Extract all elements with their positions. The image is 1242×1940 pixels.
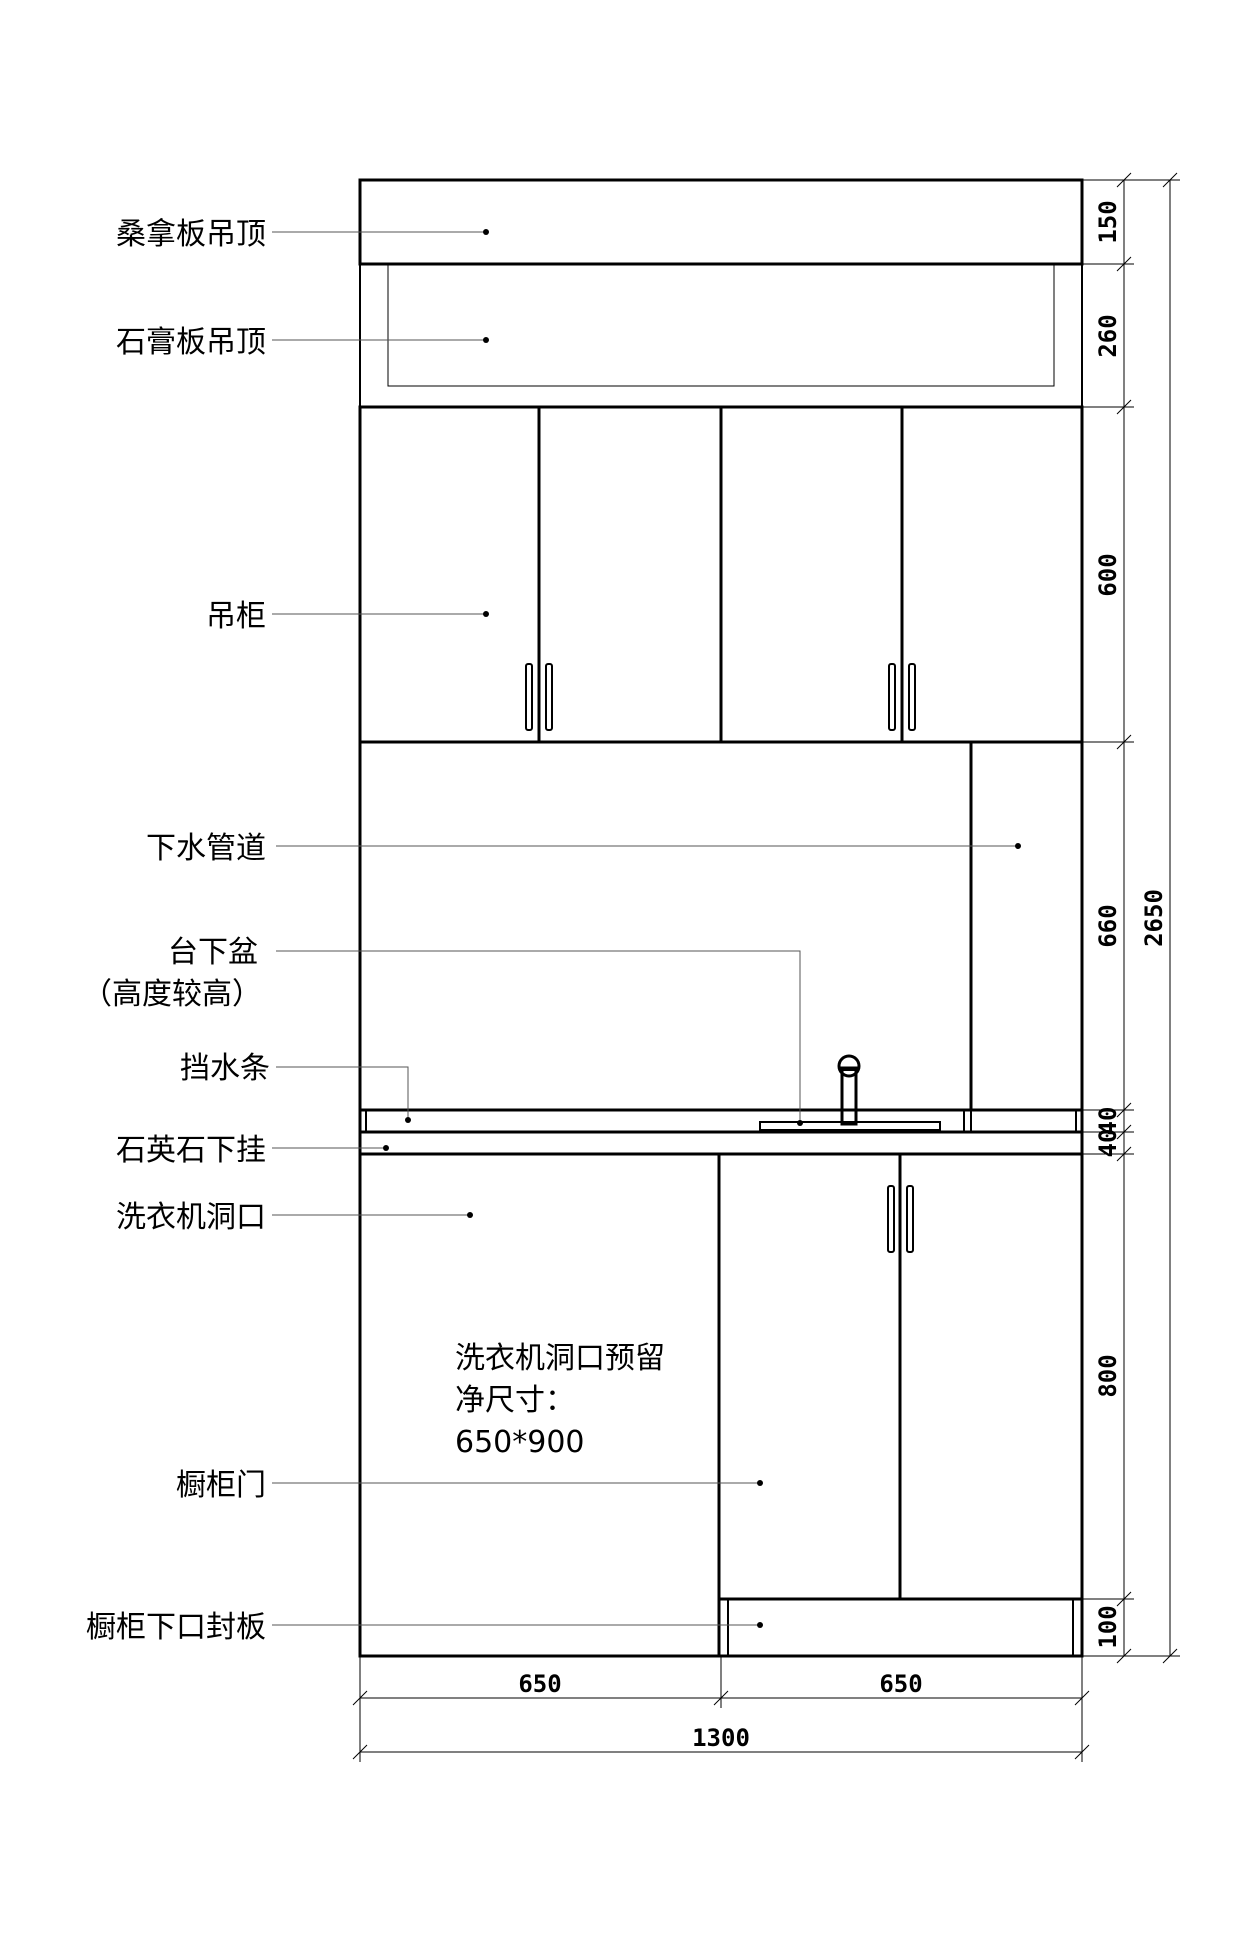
dim-800: 800: [1094, 1354, 1122, 1397]
dim-40-b: 40: [1094, 1129, 1122, 1158]
label-cabinet-kickboard: 橱柜下口封板: [86, 1610, 266, 1645]
dim-150: 150: [1094, 200, 1122, 243]
note-line-1: 洗衣机洞口预留: [455, 1341, 665, 1376]
dim-600: 600: [1094, 553, 1122, 596]
sauna-board-ceiling: [358, 178, 1084, 266]
backsplash-zone: [358, 742, 1084, 1132]
label-drain-pipe: 下水管道: [146, 831, 266, 866]
labels: 桑拿板吊顶 石膏板吊顶 吊柜 下水管道 台下盆 （高度较高） 挡水条 石英石下挂…: [82, 217, 270, 1645]
dim-40-a: 40: [1094, 1107, 1122, 1136]
vertical-dimensions: 150 260 600 660 40 40 800 100 2650: [1082, 172, 1180, 1664]
gypsum-board-ceiling: [359, 263, 1083, 408]
wall-cabinet-handle-right: [888, 663, 916, 731]
label-gypsum-ceiling: 石膏板吊顶: [116, 325, 266, 360]
leaders: [272, 229, 1021, 1628]
base-cabinet: [717, 1152, 1084, 1601]
dim-650-right: 650: [879, 1670, 922, 1698]
label-undermount-sink: 台下盆: [168, 935, 258, 970]
dim-260: 260: [1094, 314, 1122, 357]
washer-opening-note: 洗衣机洞口预留 净尺寸： 650*900: [455, 1341, 665, 1460]
cabinet-kickboard: [717, 1597, 1084, 1658]
dim-total-height: 2650: [1140, 889, 1168, 947]
dim-100: 100: [1094, 1605, 1122, 1648]
drain-pipe-enclosure: [963, 742, 973, 1132]
label-washer-opening: 洗衣机洞口: [116, 1200, 266, 1235]
label-sauna-ceiling: 桑拿板吊顶: [116, 217, 266, 252]
dim-total-width: 1300: [692, 1724, 750, 1752]
dim-650-left: 650: [518, 1670, 561, 1698]
base-cabinet-handle: [887, 1185, 914, 1253]
label-wall-cabinet: 吊柜: [206, 599, 266, 634]
faucet-icon: [837, 1054, 861, 1126]
undermount-sink: [759, 1121, 941, 1131]
water-stop-strip: [360, 1108, 1082, 1132]
wall-cabinet-handle-left: [525, 663, 553, 731]
quartz-apron: [358, 1130, 1084, 1156]
label-undermount-sink-note: （高度较高）: [82, 977, 262, 1012]
label-quartz-apron: 石英石下挂: [116, 1133, 266, 1168]
note-line-3: 650*900: [455, 1425, 585, 1460]
wall-cabinet: [358, 405, 1084, 744]
horizontal-dimensions: 650 650 1300: [352, 1656, 1090, 1762]
label-water-stop-strip: 挡水条: [180, 1051, 270, 1086]
label-cabinet-door: 橱柜门: [176, 1468, 266, 1503]
note-line-2: 净尺寸：: [455, 1383, 575, 1418]
dim-660: 660: [1094, 904, 1122, 947]
